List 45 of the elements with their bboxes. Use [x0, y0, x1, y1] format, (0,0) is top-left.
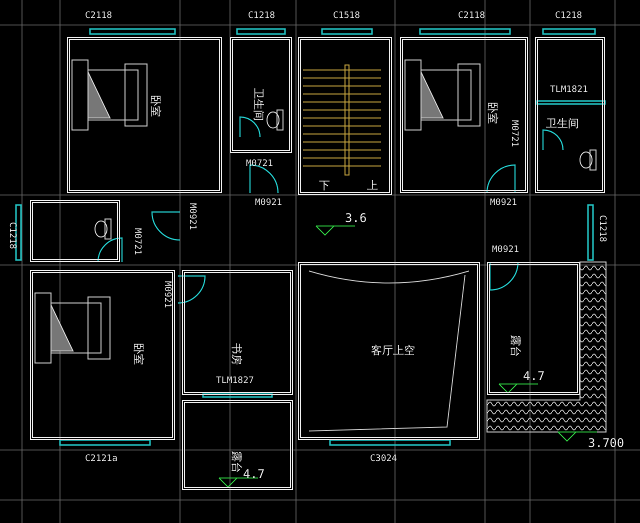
room-outline: [400, 37, 528, 193]
room-outline: [182, 270, 293, 395]
door-code: TLM1827: [216, 377, 254, 386]
room-outline: [535, 37, 605, 193]
door-code: M0921: [490, 199, 518, 208]
window-code: C3024: [370, 455, 398, 464]
room-label: 卧室: [487, 102, 498, 124]
stair-direction: 下: [319, 180, 330, 191]
window-code: C1518: [333, 12, 360, 21]
window-code: C2118: [85, 12, 112, 21]
room-label: 卫生间: [546, 118, 579, 129]
window-code: C1218: [7, 222, 16, 250]
window-code: C1218: [555, 12, 582, 21]
room-label: 卧室: [133, 343, 144, 365]
room-outline: [30, 270, 175, 440]
elevation-value: 3.700: [588, 437, 624, 449]
room-outline: [298, 262, 480, 440]
room-label: 卧室: [150, 95, 161, 117]
door-code: TLM1821: [550, 86, 588, 95]
elevation-value: 3.6: [345, 212, 367, 224]
window-code: C1218: [597, 215, 606, 242]
elevation-value: 4.7: [523, 370, 545, 382]
room-label: 露台: [510, 335, 521, 357]
elevation-value: 4.7: [243, 468, 265, 480]
room-label: 卫生间: [253, 88, 264, 121]
room-outline: [30, 200, 120, 262]
room-label: 书房: [231, 343, 242, 365]
stair-direction: 上: [367, 180, 378, 191]
room-outline: [182, 400, 293, 490]
door-code: M0921: [255, 199, 282, 208]
room-outline: [230, 37, 292, 153]
stairwell: [298, 37, 392, 195]
window-code: C2121a: [85, 455, 118, 464]
room-label: 客厅上空: [371, 345, 415, 356]
window-code: C1218: [248, 12, 276, 21]
room-outline: [67, 37, 222, 193]
room-outline: [487, 262, 580, 395]
door-code: M0921: [492, 246, 520, 255]
room-label: 露台: [231, 451, 242, 473]
door-code: M0921: [162, 281, 171, 308]
door-code: M0721: [246, 160, 274, 169]
door-code: M0921: [187, 203, 196, 230]
door-code: M0721: [509, 120, 518, 148]
window-code: C2118: [458, 12, 486, 21]
door-code: M0721: [132, 228, 141, 256]
